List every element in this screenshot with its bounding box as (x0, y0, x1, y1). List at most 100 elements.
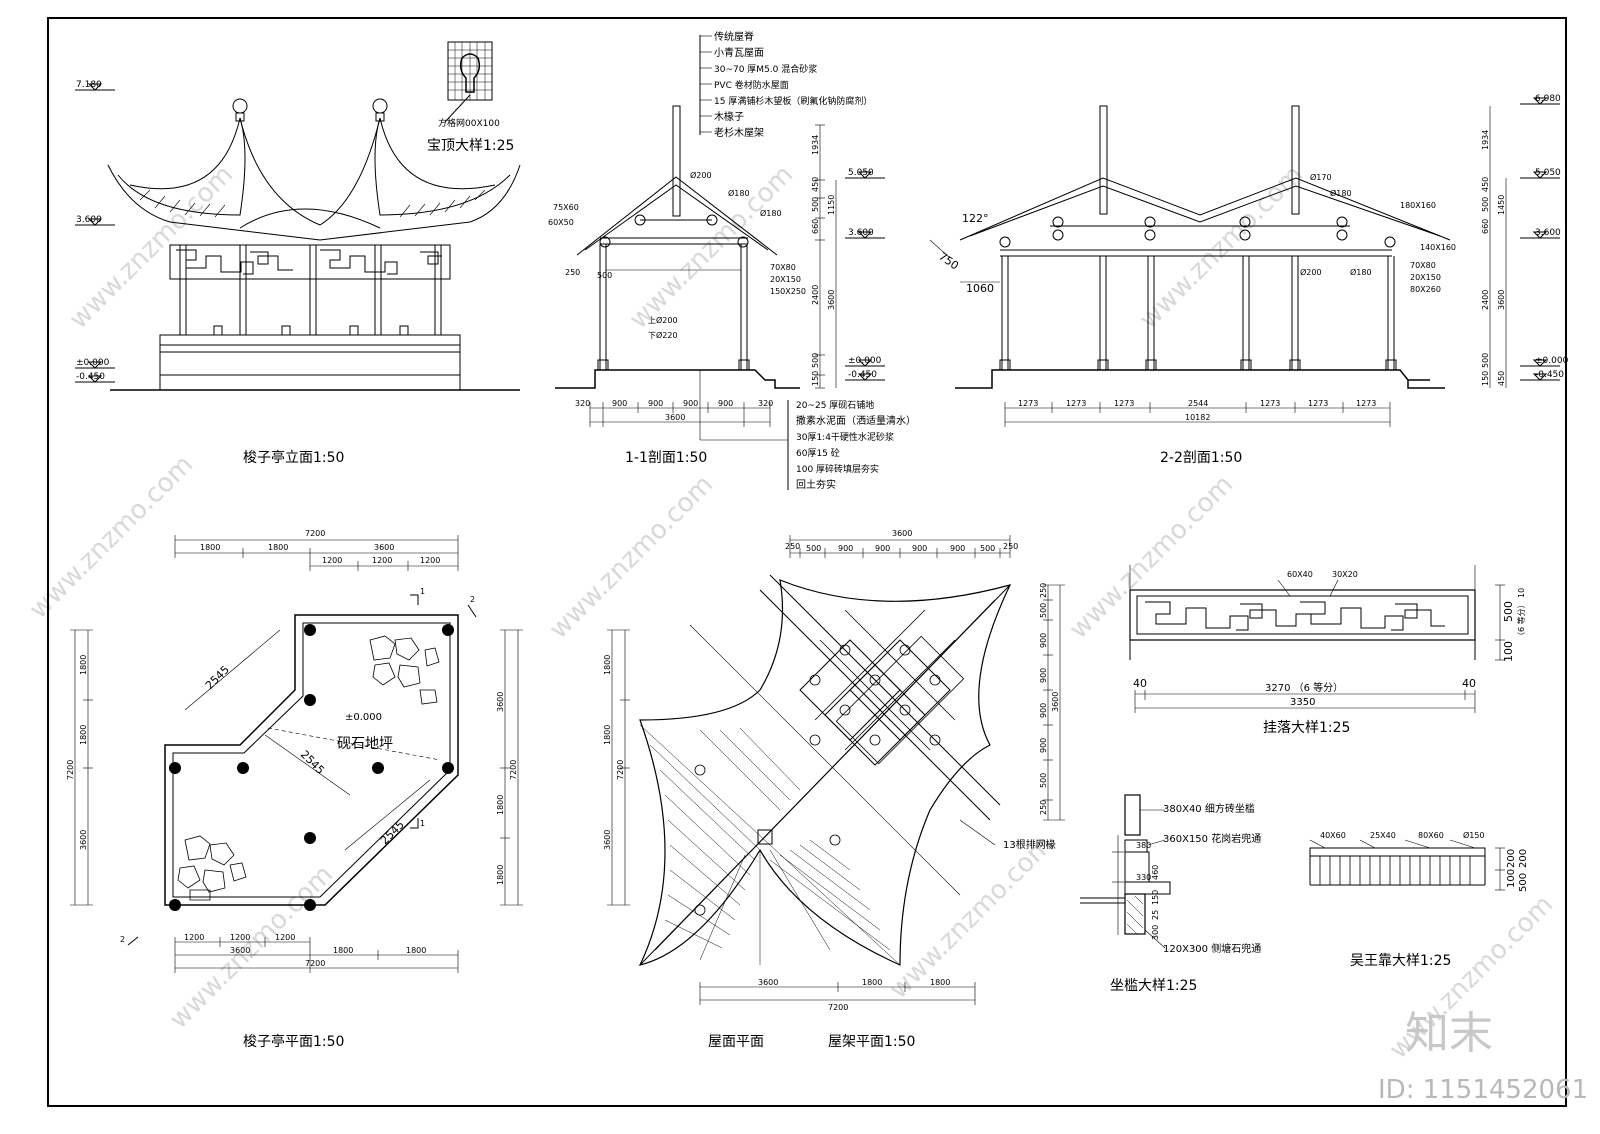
hdim: 1273 (1308, 399, 1328, 408)
floor-layer-text: 30厚1:4干硬性水泥砂浆 (796, 431, 894, 443)
plan-floor-label: 砚石地坪 (337, 736, 393, 752)
level-label: 7.180 (76, 80, 102, 90)
plan-dim: 3600 (374, 543, 394, 552)
gualuo-detail: 60X40 30X20 40 40 3270 （6 等分） 3350 500 1… (1129, 565, 1526, 736)
vdim: 150 (1481, 371, 1490, 386)
level-label: -0.450 (848, 370, 877, 380)
eave-dim: 750 (936, 250, 961, 273)
elevation-title: 梭子亭立面1:50 (243, 449, 344, 466)
roof-layer-text: 小青瓦屋面 (714, 46, 764, 59)
drawing-id: ID: 1151452061 (1378, 1075, 1588, 1105)
zuokan-dim: 25 (1151, 910, 1160, 920)
gualuo-ten: 10 (1517, 588, 1526, 598)
zuokan-dim: 460 (1151, 865, 1160, 880)
level-label: ±0.000 (848, 356, 882, 366)
column-top: 上Ø200 (648, 315, 678, 325)
sheet-border (47, 17, 1567, 1107)
plan-dim: 1800 (496, 795, 505, 815)
floor-layer-text: 撒素水泥面（洒适量清水） (796, 414, 916, 427)
roof-dim: 500 (806, 544, 821, 553)
zuokan-dim: 380 (1136, 841, 1151, 850)
member-label: 20X150 (770, 275, 801, 284)
roof-dim-total: 7200 (616, 760, 625, 780)
gualuo-dim: 40 (1133, 677, 1147, 690)
gualuo-dim: 40 (1462, 677, 1476, 690)
hdim: 1273 (1114, 399, 1134, 408)
hdim: 900 (612, 399, 627, 408)
roof-dim: 900 (838, 544, 853, 553)
hdim: 320 (758, 399, 773, 408)
baoding-title: 宝顶大样1:25 (427, 138, 514, 154)
wwk-dim: 500 (1518, 873, 1529, 892)
vdim: 2400 (811, 285, 820, 305)
member-label: 140X160 (1420, 243, 1456, 252)
level-label: ±0.000 (76, 358, 110, 368)
gualuo-member: 60X40 (1287, 570, 1313, 579)
hdim: 900 (718, 399, 733, 408)
zuokan-label: 120X300 侧塘石兜通 (1163, 942, 1261, 955)
plan-dim: 1200 (420, 556, 440, 565)
vdim: 660 (1481, 219, 1490, 234)
roof-dim-total: 3600 (1051, 692, 1060, 712)
plan-level: ±0.000 (345, 712, 382, 723)
vdim: 500 (811, 353, 820, 368)
brand-logo: 知末 (1405, 1008, 1493, 1059)
vdim: 450 (1497, 371, 1506, 386)
roof-dim: 1800 (603, 725, 612, 745)
side-dim: 250 (565, 268, 580, 277)
member-label: 70X80 (770, 263, 796, 272)
rafter-note: 13根排网椽 (1003, 838, 1056, 851)
watermark-text: www.znzmo.com (24, 450, 199, 625)
wwk-member: 40X60 (1320, 831, 1346, 840)
hdim: 320 (575, 399, 590, 408)
floor-layer-text: 60厚15 砼 (796, 447, 840, 459)
floor-layer-text: 20~25 厚砚石铺地 (796, 399, 874, 411)
level-label: -0.450 (1535, 370, 1564, 380)
section-mark: 2 (470, 595, 475, 604)
plan-dim: 3600 (496, 692, 505, 712)
gualuo-height: 100 (1502, 641, 1515, 662)
level-label: 3.600 (76, 215, 102, 225)
watermark-text: www.znzmo.com (624, 160, 799, 335)
plan-dim: 1800 (268, 543, 288, 552)
section-mark: 1 (420, 819, 425, 828)
roof-layer-text: 15 厚满铺杉木望板（刷氟化钠防腐剂） (714, 95, 872, 107)
section11-title: 1-1剖面1:50 (625, 450, 707, 466)
plan-dim: 1200 (322, 556, 342, 565)
roof-layer-text: PVC 卷材防水屋面 (714, 79, 789, 91)
member-label: 70X80 (1410, 261, 1436, 270)
plan-dim: 1800 (79, 725, 88, 745)
vdim: 3600 (1497, 290, 1506, 310)
roof-dim-total: 3600 (892, 529, 912, 538)
roof-dim: 500 (1039, 773, 1048, 788)
vdim: 1934 (1481, 130, 1490, 150)
watermark-text: www.znzmo.com (164, 860, 339, 1035)
floor-layer-text: 100 厚碎砖填层夯实 (796, 463, 879, 475)
level-label: ±0.000 (1535, 356, 1569, 366)
vdim: 3600 (827, 290, 836, 310)
member-label: Ø180 (760, 208, 782, 218)
wwk-member: Ø150 (1463, 830, 1485, 840)
level-label: 5.050 (1535, 168, 1561, 178)
zuokan-label: 360X150 花岗岩兜通 (1163, 832, 1261, 845)
diag-dim: 2545 (203, 663, 232, 692)
member-label: Ø180 (728, 188, 750, 198)
hdim-total: 10182 (1185, 413, 1210, 422)
member-label: 180X160 (1400, 201, 1436, 210)
roof-dim: 500 (1039, 603, 1048, 618)
vdim: 660 (811, 219, 820, 234)
vdim: 2400 (1481, 290, 1490, 310)
member-label: 80X260 (1410, 285, 1441, 294)
hdim: 900 (648, 399, 663, 408)
wwk-member: 25X40 (1370, 831, 1396, 840)
roof-dim: 250 (1039, 583, 1048, 598)
roof-dim: 3600 (603, 830, 612, 850)
section-mark: 2 (120, 935, 125, 944)
diag-dim: 2545 (378, 818, 407, 847)
plan-dim: 3600 (79, 830, 88, 850)
watermark-text: www.znzmo.com (64, 160, 239, 335)
roof-dim: 250 (785, 542, 800, 551)
member-label: 75X60 (553, 203, 579, 212)
hdim: 1273 (1260, 399, 1280, 408)
